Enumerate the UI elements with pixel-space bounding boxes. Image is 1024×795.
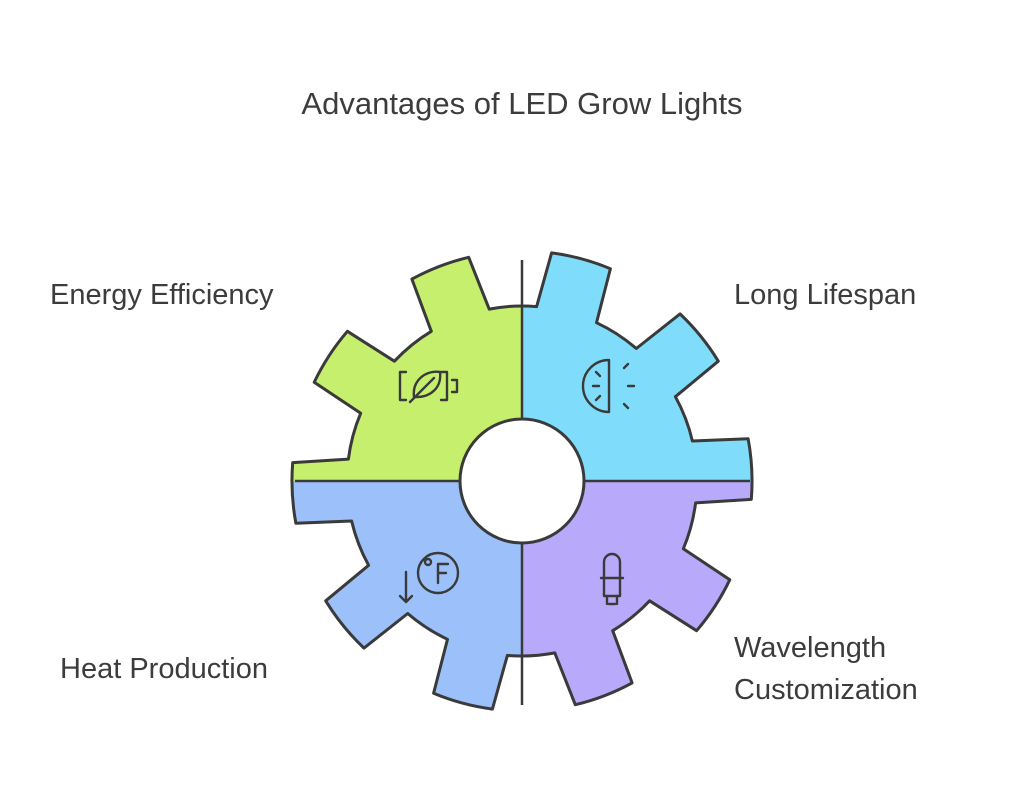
eco-battery-icon (398, 370, 459, 404)
label-energy-efficiency: Energy Efficiency (50, 279, 274, 311)
label-heat-production: Heat Production (60, 653, 268, 685)
gear-outline (290, 251, 754, 711)
center-hole (458, 417, 586, 545)
segment-energy-efficiency[interactable] (292, 253, 752, 709)
diagram-title: Advantages of LED Grow Lights (301, 86, 742, 121)
label-wavelength-customization: Wavelength Customization (734, 632, 918, 706)
capsule-bulb-icon (599, 552, 625, 606)
half-bulb-icon (581, 358, 636, 414)
label-long-lifespan: Long Lifespan (734, 279, 916, 311)
segment-long-lifespan[interactable] (292, 252, 752, 709)
fahrenheit-down-icon (398, 551, 460, 604)
gear (290, 251, 754, 711)
segment-wavelength-customization[interactable] (292, 253, 752, 709)
